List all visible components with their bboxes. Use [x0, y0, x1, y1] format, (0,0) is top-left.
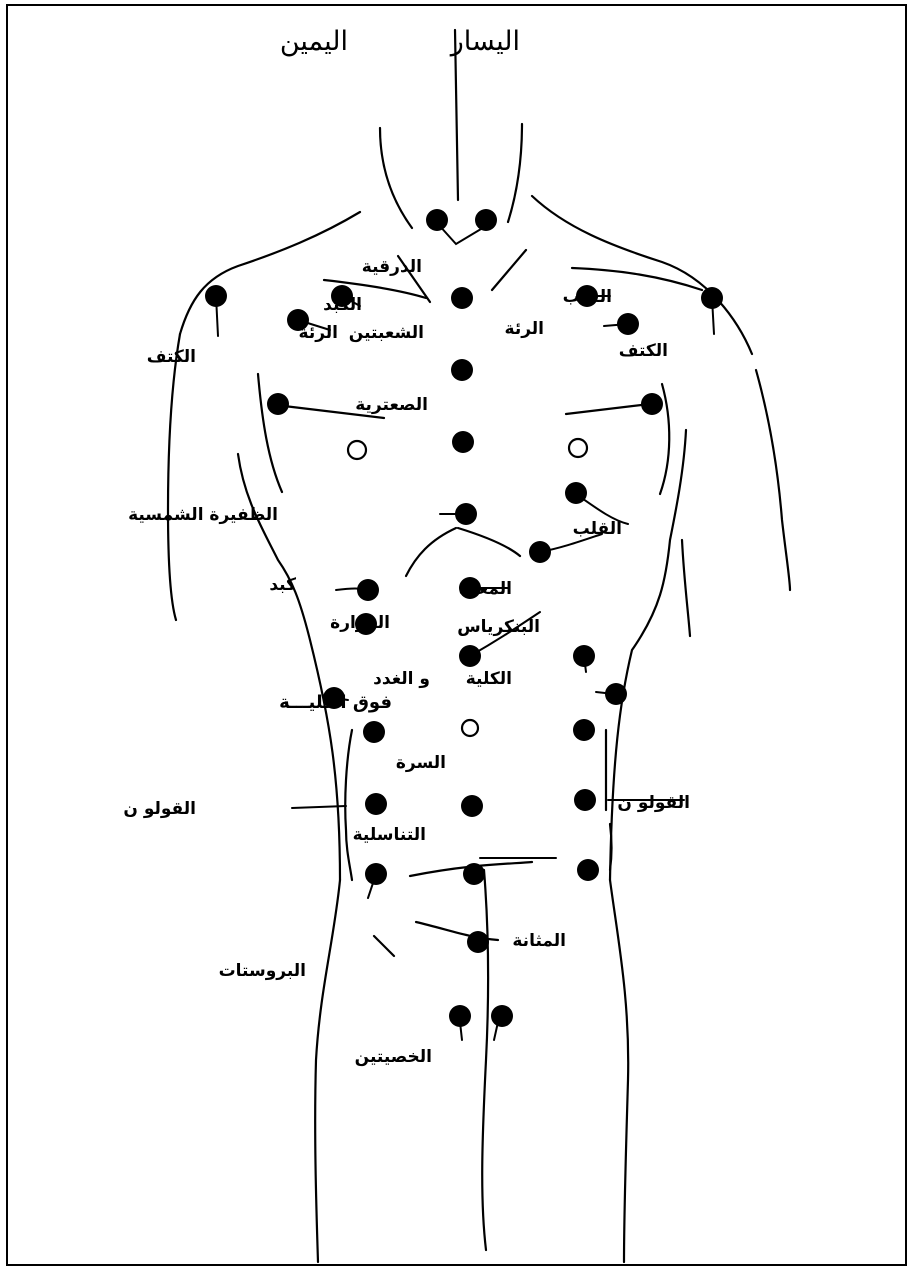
hip-left — [610, 880, 628, 1262]
point-thyroid-right — [426, 209, 448, 231]
point-bronchi — [451, 287, 473, 309]
label-and-glands: و الغدد — [373, 669, 430, 689]
nipple-left — [569, 439, 587, 457]
label-liver-upper: الكبد — [323, 295, 362, 315]
point-chest-right — [267, 393, 289, 415]
point-liver-lower — [357, 579, 379, 601]
point-genital — [461, 795, 483, 817]
point-colon-right-2 — [365, 793, 387, 815]
point-thymus — [451, 359, 473, 381]
label-left-side: اليسار — [449, 26, 520, 57]
point-solar-plexus — [455, 503, 477, 525]
neck-left — [508, 124, 522, 222]
point-genital-lower — [463, 863, 485, 885]
groin-prostate-right — [374, 936, 394, 956]
point-colon-right-1 — [363, 721, 385, 743]
label-lung-left: الرئة — [505, 319, 544, 339]
point-kidney-right — [459, 645, 481, 667]
shoulder-line-right — [180, 212, 360, 334]
label-prostate: البروستات — [219, 961, 306, 981]
point-adrenal-left — [605, 683, 627, 705]
point-kidney-left — [573, 645, 595, 667]
inner-leg — [482, 870, 488, 1250]
colon-bracket-right — [345, 730, 352, 880]
hip-right — [315, 880, 340, 1262]
chest-line-left — [566, 404, 650, 414]
nipple-right — [348, 441, 366, 459]
label-pancreas: البنكرياس — [457, 617, 540, 637]
arm-left-outer — [756, 370, 790, 590]
rib-right — [406, 528, 456, 576]
label-solar-plexus: الظفيرة الشمسية — [128, 505, 278, 525]
label-colon-right: القولو ن — [123, 799, 196, 819]
point-chest-left — [641, 393, 663, 415]
rib-left — [458, 528, 520, 556]
label-thymus: الصعترية — [355, 395, 428, 415]
point-colon-left-3 — [577, 859, 599, 881]
arm-right-outer — [168, 334, 180, 620]
label-thyroid: الدرقية — [362, 257, 422, 277]
point-bladder — [467, 931, 489, 953]
point-lung-left — [617, 313, 639, 335]
label-lung-right: الرئة — [299, 323, 338, 343]
point-colon-left-1 — [573, 719, 595, 741]
label-shoulder-right: الكتف — [147, 347, 196, 367]
point-colon-right-3 — [365, 863, 387, 885]
label-shoulder-left: الكتف — [619, 341, 668, 361]
label-gallbladder: المرارة — [330, 613, 390, 633]
label-kidney: الكلية — [466, 669, 512, 689]
navel — [462, 720, 478, 736]
arm-left-lower — [682, 540, 690, 636]
point-thyroid-left — [475, 209, 497, 231]
label-right-side: اليمين — [280, 26, 348, 57]
arm-right-inner — [258, 374, 282, 492]
point-heart-lower — [565, 482, 587, 504]
label-colon-left: القولو ن — [617, 793, 690, 813]
label-adrenal: فوق الكليـــة — [279, 692, 392, 713]
label-testicles: الخصيتين — [355, 1047, 432, 1067]
point-shoulder-left — [701, 287, 723, 309]
label-navel: السرة — [396, 753, 446, 773]
label-stomach: المعدة — [459, 579, 512, 599]
label-genital: التناسلية — [353, 825, 426, 845]
label-liver-lower: كبد — [269, 575, 296, 595]
point-heart-lower-2 — [529, 541, 551, 563]
label-heart-upper: القلب — [563, 287, 612, 307]
point-colon-left-2 — [574, 789, 596, 811]
point-shoulder-right — [205, 285, 227, 307]
point-testicle-right — [449, 1005, 471, 1027]
label-bladder: المثانة — [512, 931, 566, 951]
point-testicle-left — [491, 1005, 513, 1027]
point-sternum — [452, 431, 474, 453]
neck-right — [380, 128, 412, 228]
labels: اليسار اليمين الدرقية الكبد الرئة الشعبت… — [123, 26, 690, 1067]
label-heart-lower: القلب — [573, 519, 622, 539]
label-bronchi: الشعبتين — [349, 323, 424, 343]
neck-stroke-2 — [492, 250, 526, 290]
